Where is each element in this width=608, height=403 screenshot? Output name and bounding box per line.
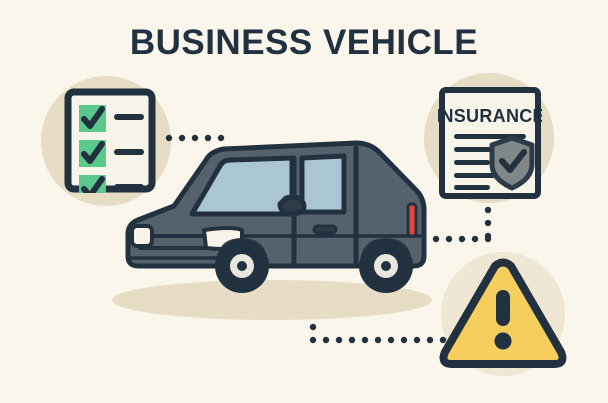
- insurance-line-5: [454, 185, 490, 190]
- warning-triangle-icon[interactable]: [437, 256, 569, 372]
- van-side-mirror: [277, 194, 307, 217]
- business-van-illustration[interactable]: [120, 138, 432, 310]
- van-windshield: [189, 155, 295, 217]
- insurance-line-3: [454, 160, 490, 165]
- checklist-check-2-icon: [81, 141, 105, 164]
- van-door-handle: [312, 224, 338, 235]
- warning-exclamation-stem: [496, 290, 510, 326]
- connector-checklist-to-van: [165, 134, 225, 142]
- connector-van-to-warning: [309, 323, 447, 344]
- van-taillight: [406, 202, 418, 238]
- checklist-icon[interactable]: [64, 88, 156, 193]
- checklist-check-1-icon: [81, 106, 105, 129]
- van-door-window: [299, 153, 347, 215]
- checklist-line-2: [114, 149, 144, 155]
- van-front-wheel: [215, 239, 269, 293]
- van-marker-light: [130, 224, 154, 248]
- insurance-line-2: [454, 147, 496, 152]
- van-rear-wheel: [359, 239, 413, 293]
- page-title: BUSINESS VEHICLE: [129, 23, 479, 62]
- warning-exclamation-dot: [494, 332, 512, 350]
- checklist-line-1: [114, 114, 144, 120]
- connector-insurance-to-van: [432, 206, 492, 243]
- van-ground-shadow: [112, 280, 432, 320]
- checklist-check-3-icon: [81, 176, 105, 193]
- shield-check-icon: [489, 135, 535, 191]
- checklist-line-3: [114, 184, 144, 190]
- insurance-document-icon[interactable]: INSURANCE: [438, 86, 542, 200]
- insurance-heading: INSURANCE: [438, 106, 542, 126]
- insurance-line-4: [454, 173, 496, 178]
